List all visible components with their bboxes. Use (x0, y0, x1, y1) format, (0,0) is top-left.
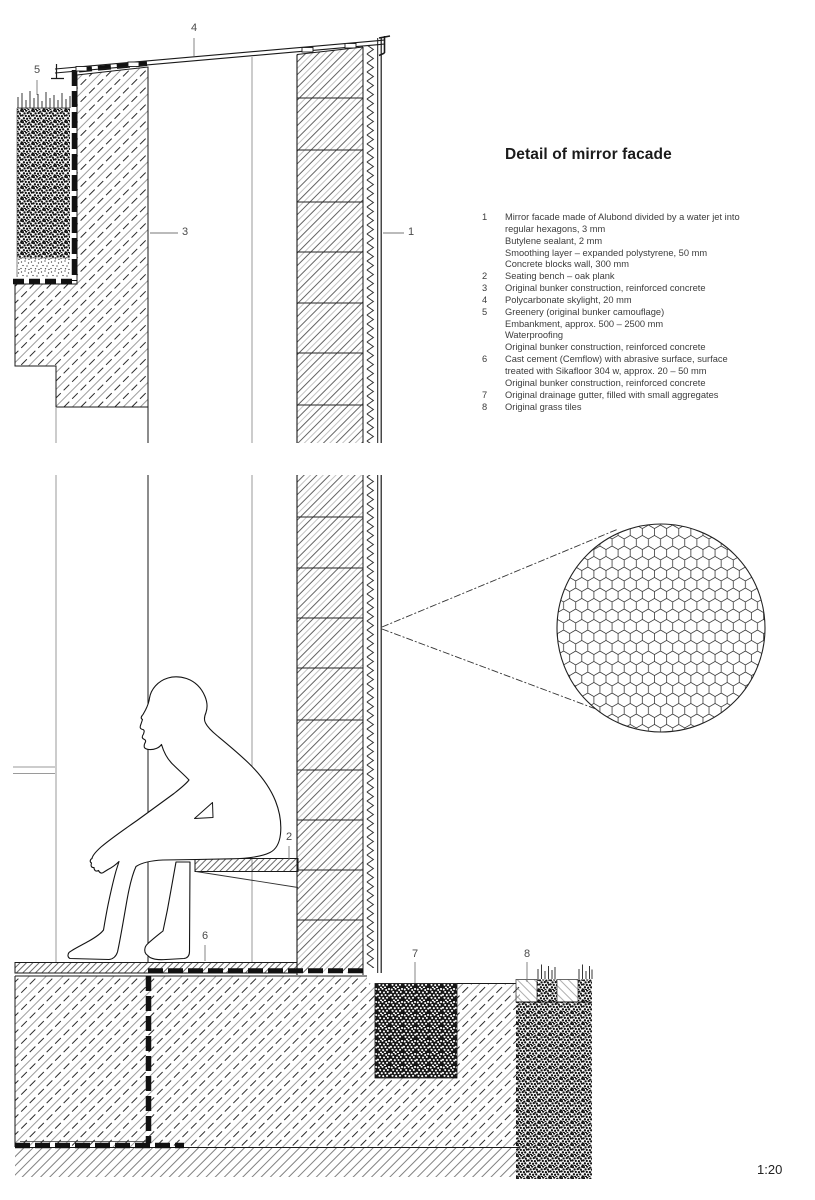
block-joints (297, 516, 363, 921)
legend-item-number (482, 319, 505, 331)
bunker-wall-top (14, 66, 149, 443)
legend-line: 3 Original bunker construction, reinforce… (482, 283, 782, 295)
legend-list: 1 Mirror facade made of Alubond divided b… (482, 212, 782, 413)
bottom-section (13, 475, 766, 1179)
block-joints (297, 97, 363, 406)
greenery-embankment (16, 91, 71, 277)
legend-item-text: Embankment, approx. 500 – 2500 mm (505, 318, 664, 329)
legend-line: 6 Cast cement (Cemflow) with abrasive sur… (482, 354, 782, 366)
grass-blades-icon (537, 964, 593, 979)
legend-line: 7 Original drainage gutter, filled with s… (482, 390, 782, 402)
legend-item-number: 3 (482, 283, 488, 294)
legend-item-text: Butylene sealant, 2 mm (505, 235, 603, 246)
block-wall-bottom (296, 475, 382, 975)
legend-line: Waterproofing (482, 330, 782, 342)
waterproofing-buried (15, 976, 184, 1149)
legend-item-number: 5 (482, 306, 488, 317)
grass-tiles (515, 964, 593, 1179)
legend-item-text: Cast cement (Cemflow) with abrasive surf… (505, 354, 728, 365)
legend-line: regular hexagons, 3 mm (482, 224, 782, 236)
legend-item-text: Original bunker construction, reinforced… (505, 283, 706, 294)
legend-item-text: Original grass tiles (505, 401, 582, 412)
legend-line: Butylene sealant, 2 mm (482, 236, 782, 248)
legend-item-text: Smoothing layer – expanded polystyrene, … (505, 247, 708, 258)
legend-item-text: Seating bench – oak plank (505, 271, 615, 282)
callout-leaders (36, 38, 528, 983)
callout-8: 8 (523, 948, 531, 960)
legend-item-number (482, 342, 505, 354)
legend-line: Smoothing layer – expanded polystyrene, … (482, 248, 782, 260)
legend-line: Concrete blocks wall, 300 mm (482, 259, 782, 271)
figure-arm-gap (194, 802, 214, 819)
callout-2: 2 (285, 831, 293, 843)
legend-item-number: 6 (482, 354, 488, 365)
legend-line: 4 Polycarbonate skylight, 20 mm (482, 295, 782, 307)
drawing-title: Detail of mirror facade (505, 146, 672, 163)
legend-item-number (482, 248, 505, 260)
legend-line: 2 Seating bench – oak plank (482, 271, 782, 283)
figure-far-leg (144, 861, 191, 961)
skylight-left-end (51, 64, 64, 80)
legend-item-number (482, 366, 505, 378)
legend-item-number: 8 (482, 401, 488, 412)
legend-item-number (482, 378, 505, 390)
callout-5: 5 (33, 64, 41, 76)
legend-item-text: Greenery (original bunker camouflage) (505, 306, 665, 317)
scale-label: 1:20 (757, 1162, 783, 1177)
seating-bench (194, 858, 299, 888)
legend-line: 8 Original grass tiles (482, 402, 782, 414)
legend-item-text: Waterproofing (505, 330, 564, 341)
figure-body (67, 676, 282, 961)
legend-item-text: Original drainage gutter, filled with sm… (505, 389, 719, 400)
callout-4: 4 (190, 22, 198, 34)
legend-item-text: Polycarbonate skylight, 20 mm (505, 294, 632, 305)
drainage-gutter (374, 983, 458, 1079)
legend-item-text: Original bunker construction, reinforced… (505, 377, 706, 388)
callout-7: 7 (411, 948, 419, 960)
legend-line: treated with Sikafloor 304 w, approx. 20… (482, 366, 782, 378)
legend-item-text: regular hexagons, 3 mm (505, 223, 606, 234)
legend-item-text: Mirror facade made of Alubond divided by… (505, 212, 740, 222)
legend-item-number (482, 330, 505, 342)
legend-line: 1 Mirror facade made of Alubond divided b… (482, 212, 782, 224)
skylight (51, 35, 391, 80)
top-section (13, 35, 391, 443)
grass-blades-icon (17, 91, 71, 108)
legend-item-number: 1 (482, 212, 488, 222)
legend-line: 5 Greenery (original bunker camouflage) (482, 307, 782, 319)
block-wall-top (296, 38, 382, 443)
callout-1: 1 (407, 226, 415, 238)
bench-support (195, 871, 299, 888)
legend-item-number: 7 (482, 389, 488, 400)
legend-item-text: Concrete blocks wall, 300 mm (505, 259, 630, 270)
ledge-lines (13, 766, 55, 774)
legend-item-number (482, 259, 505, 271)
legend-item-text: Original bunker construction, reinforced… (505, 342, 706, 353)
legend-item-number: 4 (482, 294, 488, 305)
legend-item-number: 2 (482, 271, 488, 282)
legend-item-number (482, 224, 505, 236)
insulation-zigzag (365, 475, 375, 968)
legend-line: Original bunker construction, reinforced… (482, 378, 782, 390)
subsoil-band (15, 1148, 520, 1177)
facade-detail-callout (381, 523, 766, 733)
legend-line: Embankment, approx. 500 – 2500 mm (482, 319, 782, 331)
callout-6: 6 (201, 930, 209, 942)
seated-figure (67, 676, 282, 961)
legend-item-text: treated with Sikafloor 304 w, approx. 20… (505, 365, 707, 376)
waterproofing-top (13, 61, 148, 285)
legend-item-number (482, 236, 505, 248)
callout-3: 3 (181, 226, 189, 238)
insulation-zigzag (365, 46, 375, 443)
legend-line: Original bunker construction, reinforced… (482, 342, 782, 354)
